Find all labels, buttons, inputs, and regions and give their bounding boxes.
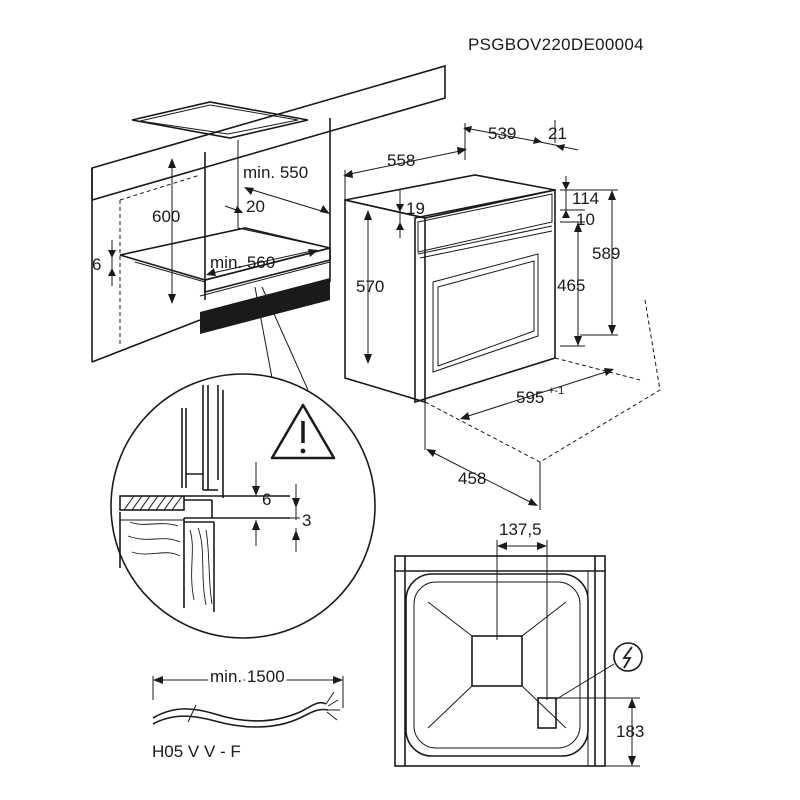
back-offset-x-label: 137,5 [499,520,542,539]
oven-drawing [344,120,556,404]
oven-depth-body-label: 539 [488,124,516,143]
oven-height-total-label: 589 [592,244,620,263]
detail-gap-bottom-label: 3 [302,511,311,530]
cable-length-label: min. 1500 [210,667,285,686]
oven-height-body-label: 570 [356,277,384,296]
cabinet-depth-label: min. 550 [243,163,308,182]
oven-height-door-label: 465 [557,276,585,295]
fan-cover [471,635,523,687]
oven-depth-total-label: 558 [387,151,415,170]
detail-circle: 6 3 [110,286,376,639]
hob-cutout [131,101,309,139]
oven-top-gap-label: 114 [572,189,599,208]
oven-depth-bottom-label: 458 [458,469,486,488]
cable-icon [152,701,327,722]
oven-width-label: 595 [516,388,544,407]
ventilation-strip [200,278,330,334]
cabinet-gap-label: 20 [246,197,265,216]
oven-window [432,253,539,373]
cabinet-dimensions: 600 6 min. 550 20 min. 560 [92,158,330,304]
cable-drawing: min. 1500 H05 V V - F [152,664,344,761]
oven-small-gap-label: 10 [576,210,595,229]
electrical-symbol-icon [613,642,643,672]
cable-type-label: H05 V V - F [152,742,241,761]
cabinet-ventilation-label: 6 [92,255,101,274]
back-offset-y-label: 183 [616,722,644,741]
cabinet-drawing [91,64,446,363]
oven-dimensions: 558 539 21 19 114 10 570 [343,124,661,510]
back-view-drawing: 137,5 183 [394,520,644,767]
oven-top-offset-label: 19 [406,199,425,218]
detail-gap-top-label: 6 [262,490,271,509]
oven-front-thickness-label: 21 [548,124,567,143]
oven-width-tolerance-label: +-1 [548,385,564,397]
connection-box [537,697,557,729]
cabinet-height-label: 600 [152,207,180,226]
product-code: PSGBOV220DE00004 [468,35,644,54]
cabinet-width-label: min. 560 [210,253,275,272]
